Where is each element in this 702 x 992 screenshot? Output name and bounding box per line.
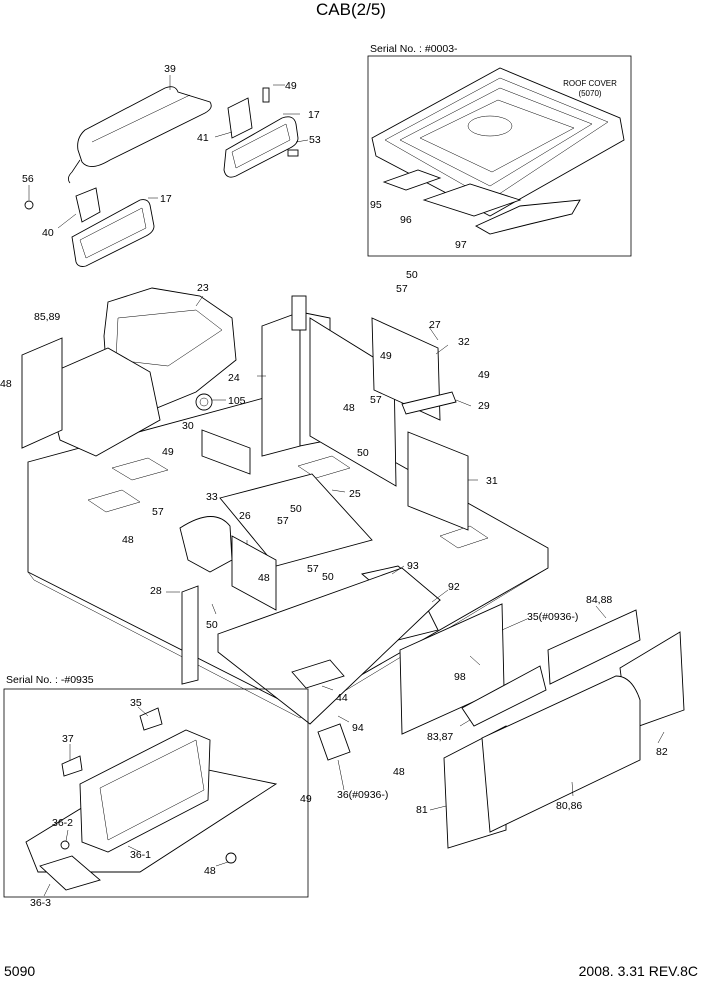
label-36-new: 36(#0936-) bbox=[337, 789, 388, 801]
label-48-d: 48 bbox=[258, 572, 270, 584]
label-92: 92 bbox=[448, 581, 460, 593]
label-94: 94 bbox=[352, 722, 364, 734]
revision-stamp: 2008. 3.31 REV.8C bbox=[579, 963, 698, 979]
label-37: 37 bbox=[62, 733, 74, 745]
label-29: 29 bbox=[478, 400, 490, 412]
label-23: 23 bbox=[197, 282, 209, 294]
label-50-c: 50 bbox=[290, 503, 302, 515]
label-36-1: 36-1 bbox=[130, 849, 151, 861]
label-40: 40 bbox=[42, 227, 54, 239]
label-96: 96 bbox=[400, 214, 412, 226]
inset-roof-cover bbox=[367, 55, 632, 257]
label-81: 81 bbox=[416, 804, 428, 816]
label-49-b: 49 bbox=[380, 350, 392, 362]
roof-cover-ref: (5070) bbox=[578, 89, 601, 98]
label-49-top: 49 bbox=[285, 80, 297, 92]
label-57-b: 57 bbox=[370, 394, 382, 406]
label-84-88: 84,88 bbox=[586, 594, 612, 606]
label-57-c: 57 bbox=[152, 506, 164, 518]
label-50-b: 50 bbox=[357, 447, 369, 459]
label-105: 105 bbox=[228, 395, 246, 407]
label-35-old: 35 bbox=[130, 697, 142, 709]
label-48-f: 48 bbox=[204, 865, 216, 877]
label-98: 98 bbox=[454, 671, 466, 683]
cab-floor-assembly bbox=[21, 287, 685, 849]
label-56: 56 bbox=[22, 173, 34, 185]
label-24: 24 bbox=[228, 372, 240, 384]
label-85-89: 85,89 bbox=[34, 311, 60, 323]
label-57-d: 57 bbox=[277, 515, 289, 527]
label-27: 27 bbox=[429, 319, 441, 331]
label-57-a: 57 bbox=[396, 283, 408, 295]
serial-bottom-label: Serial No. : -#0935 bbox=[6, 674, 94, 686]
label-17-lower: 17 bbox=[160, 193, 172, 205]
label-25: 25 bbox=[349, 488, 361, 500]
label-26: 26 bbox=[239, 510, 251, 522]
label-80-86: 80,86 bbox=[556, 800, 582, 812]
label-95: 95 bbox=[370, 199, 382, 211]
label-50-d: 50 bbox=[322, 571, 334, 583]
label-17-top: 17 bbox=[308, 109, 320, 121]
label-82: 82 bbox=[656, 746, 668, 758]
label-83-87: 83,87 bbox=[427, 731, 453, 743]
label-35-new: 35(#0936-) bbox=[527, 611, 578, 623]
label-36-2: 36-2 bbox=[52, 817, 73, 829]
label-33: 33 bbox=[206, 491, 218, 503]
label-28: 28 bbox=[150, 585, 162, 597]
page-number: 5090 bbox=[4, 963, 35, 979]
label-49-d: 49 bbox=[162, 446, 174, 458]
label-93: 93 bbox=[407, 560, 419, 572]
roof-cover-label: ROOF COVER bbox=[563, 79, 617, 88]
label-97: 97 bbox=[455, 239, 467, 251]
label-32: 32 bbox=[458, 336, 470, 348]
label-44: 44 bbox=[336, 692, 348, 704]
label-50-e: 50 bbox=[206, 619, 218, 631]
label-48-e: 48 bbox=[393, 766, 405, 778]
label-48-a: 48 bbox=[0, 378, 12, 390]
label-48-c: 48 bbox=[122, 534, 134, 546]
label-30: 30 bbox=[182, 420, 194, 432]
label-39: 39 bbox=[164, 63, 176, 75]
label-49-e: 49 bbox=[300, 793, 312, 805]
serial-top-label: Serial No. : #0003- bbox=[370, 43, 458, 55]
visor-group bbox=[24, 75, 309, 267]
label-50-a: 50 bbox=[406, 269, 418, 281]
page-title: CAB(2/5) bbox=[316, 0, 386, 19]
label-31: 31 bbox=[486, 475, 498, 487]
label-48-b: 48 bbox=[343, 402, 355, 414]
label-41: 41 bbox=[197, 132, 209, 144]
label-57-e: 57 bbox=[307, 563, 319, 575]
label-36-3: 36-3 bbox=[30, 897, 51, 909]
label-53: 53 bbox=[309, 134, 321, 146]
inset-old-console bbox=[3, 688, 309, 898]
label-49-c: 49 bbox=[478, 369, 490, 381]
